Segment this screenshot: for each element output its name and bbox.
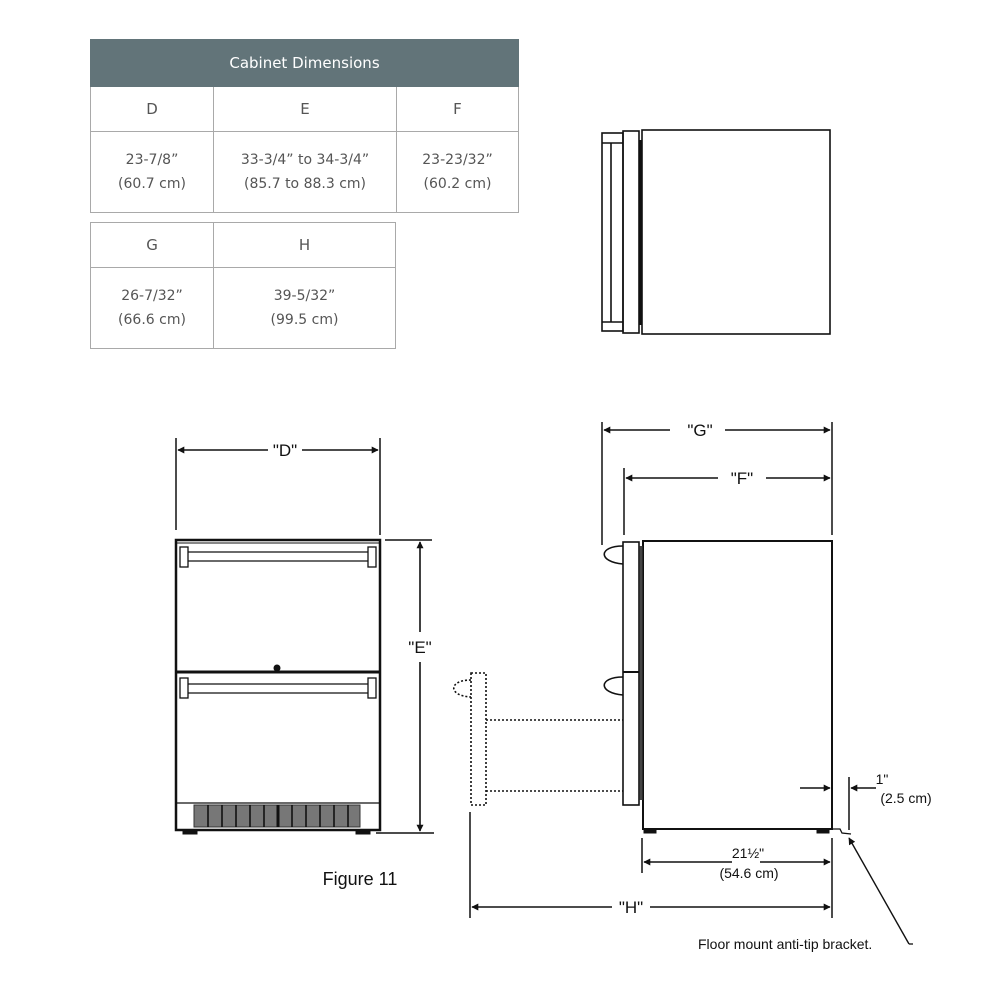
gap-inches: 1" [876, 771, 889, 787]
top-side-view [601, 129, 831, 335]
value-cell-f: 23-23/32”(60.2 cm) [396, 131, 519, 213]
front-view [174, 438, 434, 835]
value-cell-e: 33-3/4” to 34-3/4”(85.7 to 88.3 cm) [213, 131, 397, 213]
column-header-h: H [213, 222, 396, 268]
body-depth-cm: (54.6 cm) [719, 865, 778, 881]
dimension-label-g: "G" [687, 421, 712, 440]
body-depth-inches: 21½" [732, 845, 764, 861]
dimension-label-e: "E" [408, 638, 431, 657]
dimension-label-d: "D" [273, 441, 297, 460]
value-cell-g: 26-7/32”(66.6 cm) [90, 267, 214, 349]
dimension-label-f: "F" [731, 469, 753, 488]
gap-cm: (2.5 cm) [880, 790, 931, 806]
dimension-label-h: "H" [619, 898, 643, 917]
cabinet-dimensions-table: Cabinet Dimensions D E F 23-7/8”(60.7 cm… [90, 39, 519, 213]
column-header-d: D [90, 86, 214, 132]
side-view [452, 422, 913, 945]
table-title: Cabinet Dimensions [90, 39, 519, 87]
figure-caption: Figure 11 [323, 869, 398, 889]
value-cell-d: 23-7/8”(60.7 cm) [90, 131, 214, 213]
value-cell-h: 39-5/32”(99.5 cm) [213, 267, 396, 349]
cabinet-dimensions-table-secondary: G H 26-7/32”(66.6 cm) 39-5/32”(99.5 cm) [90, 222, 396, 349]
column-header-e: E [213, 86, 397, 132]
bracket-note: Floor mount anti-tip bracket. [698, 936, 872, 952]
column-header-f: F [396, 86, 519, 132]
